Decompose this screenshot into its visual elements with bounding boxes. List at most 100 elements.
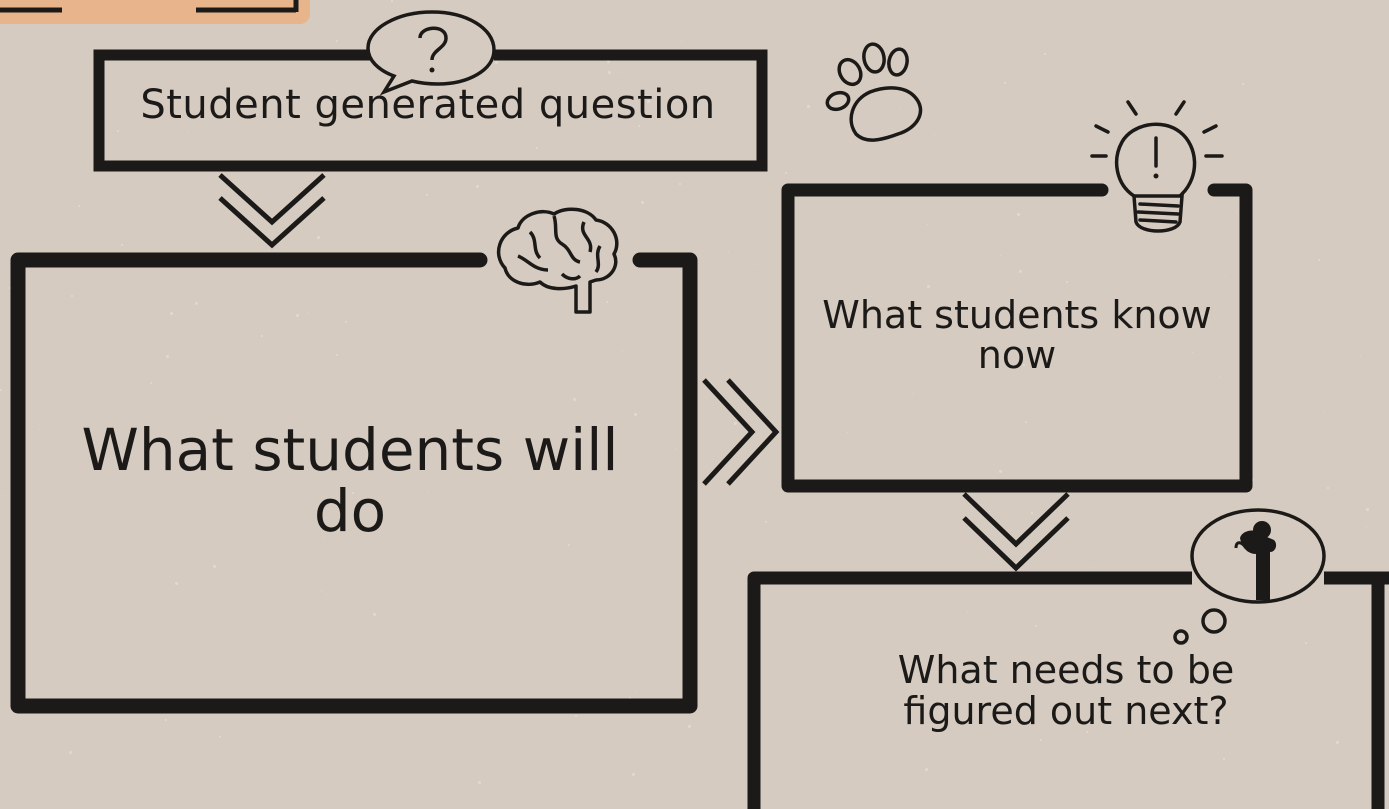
texture-speck	[1076, 554, 1077, 555]
texture-speck	[427, 492, 428, 493]
texture-speck	[634, 413, 637, 416]
texture-speck	[1192, 352, 1193, 353]
texture-speck	[478, 781, 481, 784]
texture-speck	[989, 511, 990, 512]
texture-speck	[121, 244, 123, 246]
texture-speck	[1223, 758, 1225, 760]
texture-speck	[573, 398, 576, 401]
texture-speck	[536, 147, 538, 149]
texture-speck	[1004, 82, 1006, 84]
texture-speck	[352, 492, 354, 494]
texture-speck	[1023, 364, 1025, 366]
texture-speck	[785, 172, 787, 174]
texture-speck	[78, 205, 80, 207]
texture-speck	[773, 389, 774, 390]
texture-speck	[842, 307, 843, 308]
texture-speck	[1000, 255, 1001, 256]
next-box-text: What needs to be figured out next?	[897, 648, 1235, 734]
texture-speck	[1025, 421, 1027, 423]
texture-speck	[635, 692, 636, 693]
texture-speck	[1146, 674, 1147, 675]
texture-speck	[786, 730, 787, 731]
do-box-frame	[10, 252, 698, 714]
texture-speck	[967, 612, 968, 613]
texture-speck	[927, 224, 928, 225]
texture-speck	[999, 470, 1002, 473]
texture-speck	[71, 295, 73, 297]
texture-speck	[728, 251, 729, 252]
texture-speck	[117, 130, 119, 132]
texture-speck	[326, 594, 327, 595]
texture-speck	[1220, 376, 1221, 377]
texture-speck	[1090, 566, 1091, 567]
texture-speck	[308, 312, 309, 313]
texture-speck	[1086, 731, 1088, 733]
texture-speck	[1360, 356, 1361, 357]
lightbulb-icon	[1090, 100, 1224, 233]
know-box-frame	[781, 183, 1253, 493]
texture-speck	[1366, 527, 1367, 528]
texture-speck	[621, 72, 622, 73]
texture-speck	[9, 287, 11, 289]
double-chevron-down-icon	[962, 492, 1070, 572]
texture-speck	[123, 282, 124, 283]
texture-speck	[1242, 83, 1244, 85]
texture-speck	[606, 301, 608, 303]
texture-speck	[607, 60, 610, 63]
texture-speck	[734, 422, 737, 425]
texture-speck	[188, 131, 189, 132]
corner-tab	[0, 0, 310, 24]
next-box-frame	[747, 571, 1389, 809]
texture-speck	[150, 382, 152, 384]
texture-speck	[175, 582, 178, 585]
double-chevron-down-icon	[218, 173, 326, 249]
texture-speck	[1327, 487, 1329, 489]
texture-speck	[39, 429, 40, 430]
texture-speck	[1035, 625, 1037, 627]
do-box-text: What students will do	[81, 416, 619, 545]
know-box-text: What students know now	[822, 293, 1212, 377]
texture-speck	[647, 100, 650, 103]
texture-speck	[754, 264, 755, 265]
texture-speck	[632, 773, 635, 776]
texture-speck	[336, 354, 338, 356]
texture-speck	[912, 393, 913, 394]
texture-speck	[927, 285, 930, 288]
texture-speck	[338, 97, 339, 98]
texture-speck	[1031, 512, 1033, 514]
texture-speck	[1309, 476, 1310, 477]
texture-speck	[198, 117, 199, 118]
texture-speck	[807, 105, 810, 108]
texture-speck	[381, 282, 382, 283]
texture-speck	[688, 725, 691, 728]
texture-speck	[1040, 739, 1042, 741]
texture-speck	[336, 40, 338, 42]
texture-speck	[1019, 270, 1022, 273]
thinking-person-icon	[1173, 508, 1326, 645]
texture-speck	[900, 108, 901, 109]
texture-speck	[679, 183, 681, 185]
texture-speck	[925, 768, 928, 771]
texture-speck	[495, 61, 498, 64]
texture-speck	[1318, 259, 1320, 261]
texture-speck	[870, 296, 871, 297]
texture-speck	[426, 194, 428, 196]
texture-speck	[861, 69, 863, 71]
texture-speck	[261, 335, 263, 337]
texture-speck	[622, 351, 623, 352]
paw-print-icon	[825, 42, 923, 142]
texture-speck	[321, 591, 322, 592]
texture-speck	[5, 495, 6, 496]
texture-speck	[476, 185, 479, 188]
texture-speck	[170, 312, 173, 315]
texture-speck	[638, 125, 640, 127]
question-box-frame	[93, 49, 768, 172]
texture-speck	[832, 321, 835, 324]
texture-speck	[934, 134, 935, 135]
double-chevron-right-icon	[702, 378, 780, 486]
brain-icon	[496, 207, 619, 314]
texture-speck	[373, 613, 376, 616]
texture-speck	[629, 697, 631, 699]
texture-speck	[1066, 281, 1068, 283]
